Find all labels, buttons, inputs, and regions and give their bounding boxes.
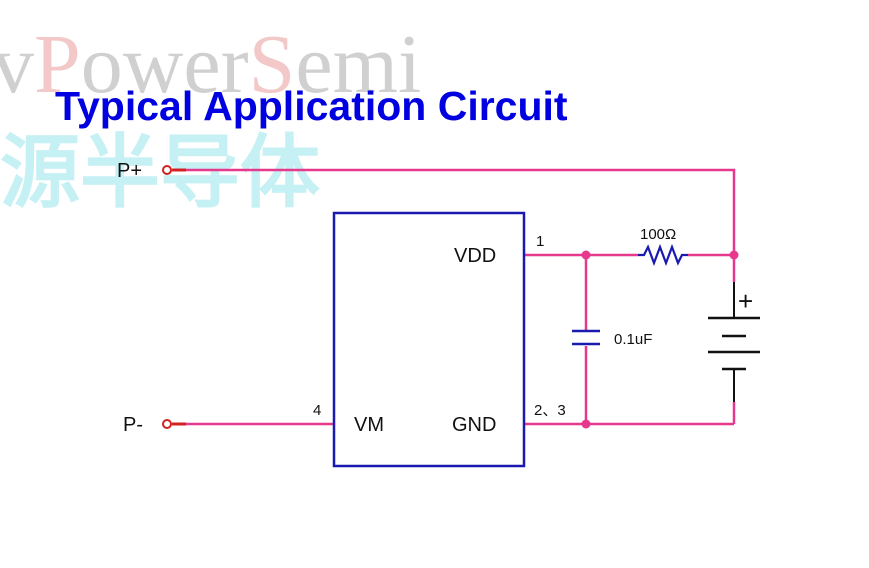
page-title: Typical Application Circuit xyxy=(55,83,568,129)
junction-resistor-battery xyxy=(729,250,739,260)
resistor-symbol xyxy=(638,243,688,267)
watermark-brand-v: v xyxy=(0,18,34,111)
chip-pin-vdd-label: VDD xyxy=(454,245,496,267)
terminal-p-plus-label: P+ xyxy=(117,160,142,182)
terminal-p-minus: P- xyxy=(123,414,186,436)
watermark-brand: vPowerSemi xyxy=(0,18,421,111)
wires xyxy=(185,168,736,426)
terminal-p-plus-circle xyxy=(162,165,172,175)
chip-pin-gnd-label: GND xyxy=(452,414,496,436)
terminal-p-plus: P+ xyxy=(117,160,186,182)
terminal-p-minus-label: P- xyxy=(123,414,143,436)
ic-chip: VDD VM GND xyxy=(332,211,526,468)
battery-plus-label: + xyxy=(738,286,753,316)
terminal-p-minus-circle xyxy=(162,419,172,429)
pin-number-vm: 4 xyxy=(313,402,321,419)
pin-number-vdd: 1 xyxy=(536,233,544,250)
ic-chip-body xyxy=(332,211,526,468)
battery: + xyxy=(708,282,760,402)
junctions xyxy=(581,250,739,429)
chip-pin-vm-label: VM xyxy=(354,414,384,436)
watermark-brand-ower: ower xyxy=(81,18,249,111)
junction-vdd-cap xyxy=(581,250,591,260)
capacitor: 0.1uF xyxy=(572,329,652,348)
watermark-chinese: 源半导体 xyxy=(0,126,320,219)
watermark-brand-s: S xyxy=(249,18,296,111)
capacitor-value-label: 0.1uF xyxy=(614,331,652,348)
wire-p-plus xyxy=(185,168,736,255)
watermark-brand-p: P xyxy=(34,18,81,111)
junction-gnd-cap xyxy=(581,419,591,429)
pin-number-gnd: 2、3 xyxy=(534,402,566,419)
resistor: 100Ω xyxy=(638,226,688,267)
watermark-brand-emi: emi xyxy=(295,18,421,111)
resistor-value-label: 100Ω xyxy=(640,226,676,243)
